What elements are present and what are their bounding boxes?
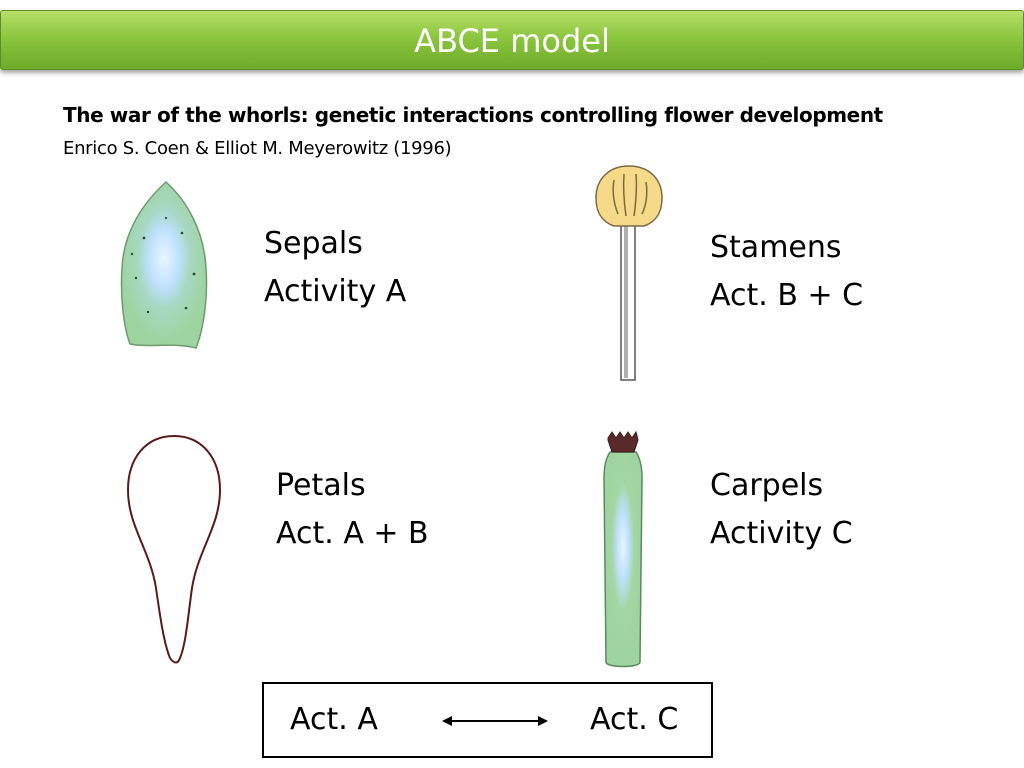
- carpels-activity: Activity C: [710, 516, 853, 551]
- petal-illustration: [126, 434, 222, 664]
- petals-name: Petals: [276, 468, 366, 503]
- reference-authors: Enrico S. Coen & Elliot M. Meyerowitz (1…: [63, 138, 452, 159]
- slide-title: ABCE model: [414, 22, 610, 60]
- reference-title: The war of the whorls: genetic interacti…: [63, 103, 883, 127]
- title-bar: ABCE model: [0, 10, 1024, 70]
- sepals-name: Sepals: [264, 226, 363, 261]
- stamens-name: Stamens: [710, 230, 842, 265]
- carpels-name: Carpels: [710, 468, 824, 503]
- stamens-activity: Act. B + C: [710, 278, 864, 313]
- double-headed-arrow-icon: [442, 716, 548, 726]
- stamen-illustration: [595, 165, 663, 381]
- sepals-activity: Activity A: [264, 274, 407, 309]
- sepal-illustration: [120, 180, 208, 349]
- petals-label: Petals Act. A + B: [276, 462, 429, 558]
- carpels-label: Carpels Activity C: [710, 462, 853, 558]
- petals-activity: Act. A + B: [276, 516, 429, 551]
- sepals-label: Sepals Activity A: [264, 220, 406, 316]
- relation-left-label: Act. A: [290, 702, 378, 737]
- relation-box: Act. A Act. C: [262, 682, 713, 758]
- stamens-label: Stamens Act. B + C: [710, 224, 863, 320]
- relation-right-label: Act. C: [590, 702, 679, 737]
- carpel-illustration: [603, 430, 643, 668]
